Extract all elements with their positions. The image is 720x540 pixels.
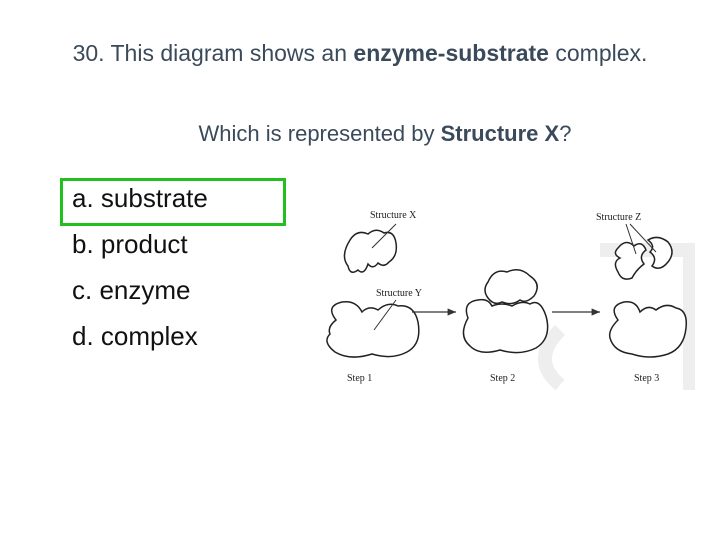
complex-top-shape (484, 269, 538, 305)
label-step-1: Step 1 (347, 373, 372, 384)
enzyme-diagram: Structure X Structure Y Structure Z Step… (326, 210, 695, 391)
question-title: 30. This diagram shows an enzyme-substra… (0, 40, 720, 67)
title-bold: enzyme-substrate (353, 40, 549, 66)
product-right-shape (646, 236, 673, 269)
option-c[interactable]: c. enzyme (72, 275, 191, 305)
label-structure-y: Structure Y (376, 288, 422, 299)
pointer-z-2 (629, 223, 657, 253)
label-structure-z: Structure Z (596, 212, 641, 223)
option-b[interactable]: b. product (72, 229, 188, 259)
answer-options: a. substrate b. product c. enzyme d. com… (72, 178, 208, 362)
question-bold: Structure X (440, 121, 560, 146)
label-step-2: Step 2 (490, 373, 515, 384)
question-prefix: Which is represented by (198, 121, 441, 146)
substrate-x-shape (343, 229, 398, 273)
question-suffix: ? (559, 121, 572, 146)
enzyme-y-shape (326, 300, 420, 358)
answer-highlight-box (60, 178, 286, 226)
pointer-x (371, 223, 397, 249)
option-a[interactable]: a. substrate (72, 183, 208, 213)
title-suffix: complex. (548, 40, 648, 66)
label-structure-x: Structure X (370, 210, 417, 221)
complex-bottom-shape (462, 298, 549, 354)
option-d[interactable]: d. complex (72, 321, 198, 351)
label-step-3: Step 3 (634, 373, 659, 384)
product-left-shape (614, 241, 647, 280)
pointer-y (373, 299, 397, 331)
title-prefix: 30. This diagram shows an (72, 40, 354, 66)
question-text: Which is represented by Structure X? (0, 121, 720, 147)
pointer-z-1 (625, 223, 637, 255)
enzyme-step3-shape (608, 300, 688, 358)
